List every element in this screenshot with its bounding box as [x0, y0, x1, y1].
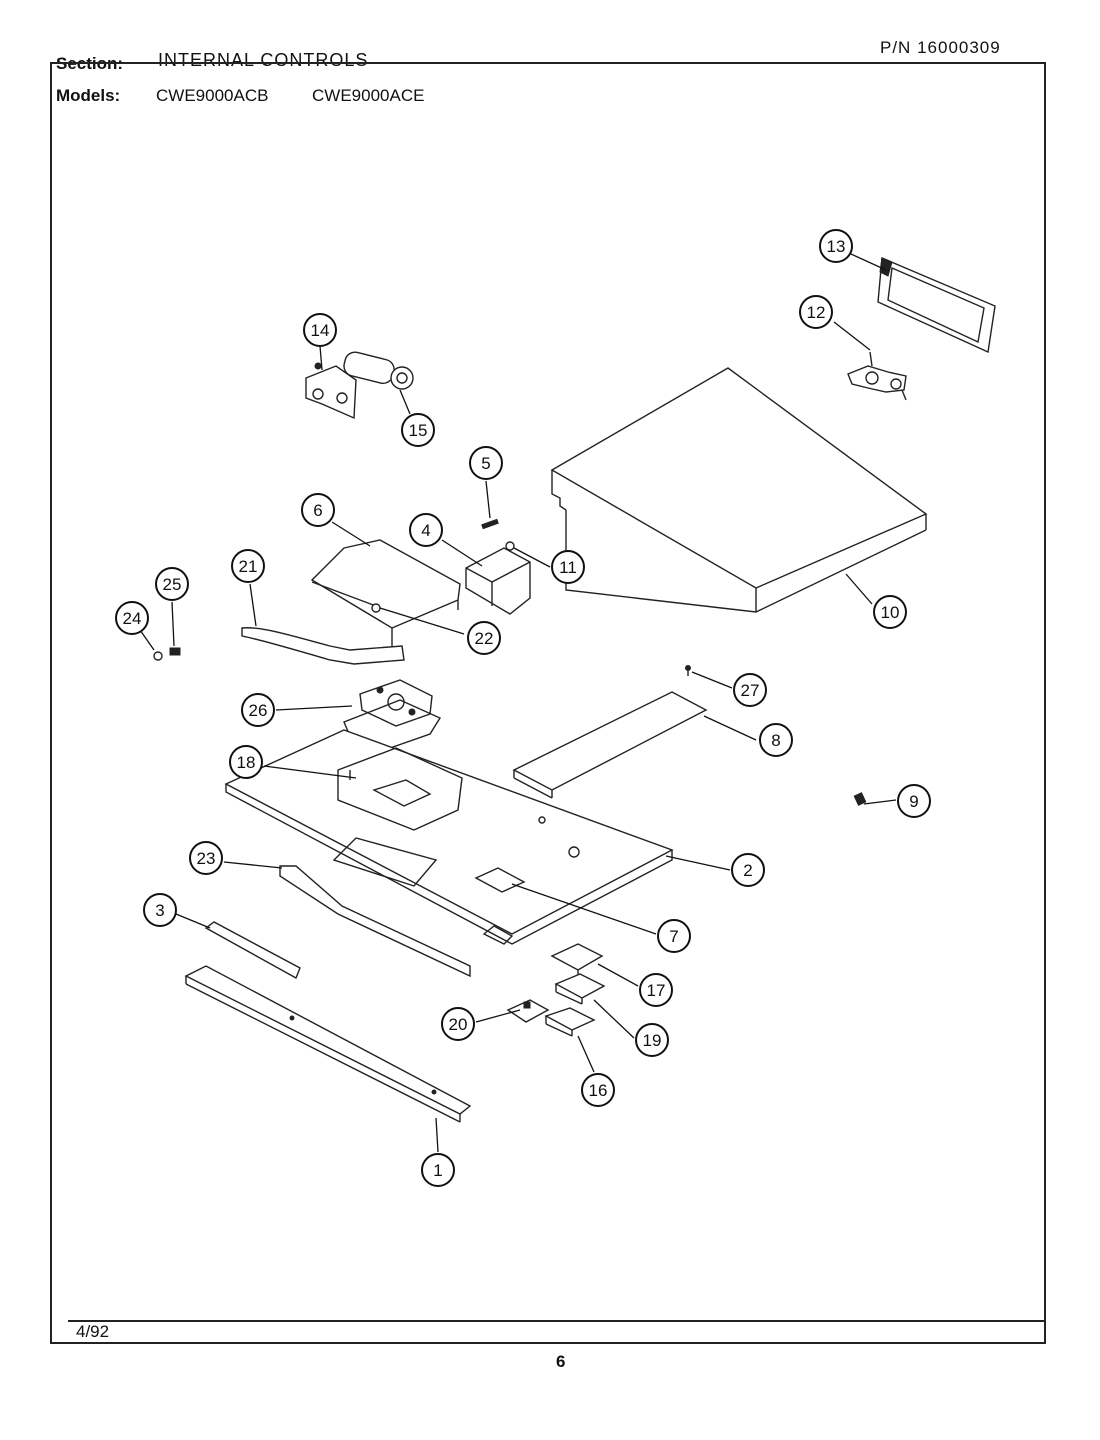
model-1: CWE9000ACB: [156, 86, 269, 105]
callout-22-label: 22: [475, 629, 494, 648]
callout-22: 22: [467, 621, 501, 655]
part-14-motor: [305, 351, 414, 420]
callout-10-label: 10: [881, 603, 900, 622]
callout-14: 14: [303, 313, 337, 347]
callout-9: 9: [897, 784, 931, 818]
part-6-bracket: [310, 539, 461, 646]
part-20-clip: [506, 999, 550, 1023]
callout-11-label: 11: [559, 558, 577, 577]
callout-7-label: 7: [669, 927, 678, 946]
callout-20-label: 20: [449, 1015, 468, 1034]
callout-4: 4: [409, 513, 443, 547]
callout-5: 5: [469, 446, 503, 480]
part-27-screw: [685, 665, 691, 676]
callout-16-label: 16: [589, 1081, 608, 1100]
part-26-switch: [343, 679, 442, 749]
callout-14-label: 14: [311, 321, 330, 340]
callout-27-label: 27: [741, 681, 760, 700]
callout-27: 27: [733, 673, 767, 707]
callout-7: 7: [657, 919, 691, 953]
footer-divider: [68, 1320, 1046, 1322]
callout-17-label: 17: [647, 981, 666, 1000]
callout-16: 16: [581, 1073, 615, 1107]
callout-19: 19: [635, 1023, 669, 1057]
callout-8: 8: [759, 723, 793, 757]
callout-25-label: 25: [163, 575, 182, 594]
model-2: CWE9000ACE: [312, 86, 425, 105]
part-4-box: [465, 547, 531, 615]
callout-26: 26: [241, 693, 275, 727]
callout-15: 15: [401, 413, 435, 447]
part-3-strip: [204, 921, 301, 979]
part-1-rail: [184, 965, 472, 1123]
part-9-terminal: [853, 792, 867, 806]
callout-4-label: 4: [421, 521, 430, 540]
pn-label: P/N: [880, 38, 912, 57]
footer-date: 4/92: [76, 1322, 110, 1341]
callout-18-label: 18: [237, 753, 256, 772]
callout-5-label: 5: [481, 454, 490, 473]
callout-23-label: 23: [197, 849, 216, 868]
part-19-bracket: [554, 973, 606, 1005]
part-25: [169, 647, 181, 656]
models-label: Models:: [56, 86, 121, 105]
part-5-clip: [481, 518, 499, 530]
part-24: [153, 651, 163, 661]
callout-13-label: 13: [827, 237, 846, 256]
part-17-bracket: [550, 943, 604, 978]
callout-3-label: 3: [155, 901, 164, 920]
callout-18: 18: [229, 745, 263, 779]
callout-15-label: 15: [409, 421, 428, 440]
callout-6-label: 6: [313, 501, 322, 520]
callout-24-label: 24: [123, 609, 142, 628]
callout-17: 17: [639, 973, 673, 1007]
callout-1: 1: [421, 1153, 455, 1187]
outer-frame: [50, 62, 1046, 1344]
callout-2: 2: [731, 853, 765, 887]
callout-12-label: 12: [807, 303, 826, 322]
callout-12: 12: [799, 295, 833, 329]
callout-8-label: 8: [771, 731, 780, 750]
callout-3: 3: [143, 893, 177, 927]
section-value: INTERNAL CONTROLS: [158, 50, 369, 70]
callout-19-label: 19: [643, 1031, 662, 1050]
part-8-rail: [512, 691, 708, 799]
leader-lines: [139, 253, 897, 1153]
callout-10: 10: [873, 595, 907, 629]
part-21-lever: [241, 627, 405, 665]
part-18-bracket: [337, 747, 463, 831]
callout-20: 20: [441, 1007, 475, 1041]
callout-6: 6: [301, 493, 335, 527]
callout-25: 25: [155, 567, 189, 601]
part-23-bar: [279, 865, 471, 978]
part-16-bracket: [544, 1007, 596, 1037]
part-13-panel: [877, 256, 996, 354]
part-11-screw: [505, 541, 515, 551]
part-10-cover: [550, 367, 928, 613]
part-22-screw: [311, 581, 381, 613]
callout-21-label: 21: [239, 557, 258, 576]
callout-11: 11: [551, 550, 585, 584]
pn-value: 16000309: [917, 38, 1001, 57]
callout-26-label: 26: [249, 701, 268, 720]
callout-2-label: 2: [743, 861, 752, 880]
part-12-thermostat: [847, 351, 907, 401]
callout-21: 21: [231, 549, 265, 583]
callout-23: 23: [189, 841, 223, 875]
callout-1-label: 1: [433, 1161, 442, 1180]
callout-24: 24: [115, 601, 149, 635]
callout-9-label: 9: [909, 792, 918, 811]
part-number: P/N 16000309: [880, 38, 1001, 58]
page-number: 6: [556, 1352, 566, 1371]
callout-13: 13: [819, 229, 853, 263]
